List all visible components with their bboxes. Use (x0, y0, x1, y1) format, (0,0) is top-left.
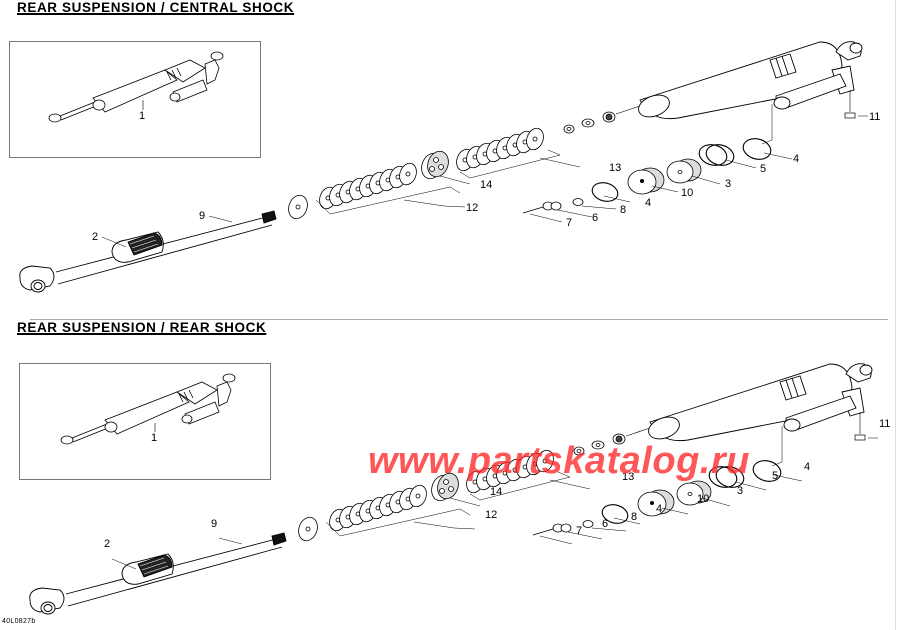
callout-5: 5 (760, 163, 766, 175)
callout-13: 13 (622, 471, 634, 483)
watermark: www.partskatalog.ru (368, 440, 750, 482)
callout-8: 8 (631, 511, 637, 523)
callout-4-upper: 4 (804, 461, 810, 473)
callout-11: 11 (879, 418, 890, 430)
callout-4-lower: 4 (645, 197, 651, 209)
section-title-rear-shock: REAR SUSPENSION / REAR SHOCK (17, 320, 267, 335)
callout-10: 10 (681, 187, 693, 199)
page-edge (895, 0, 896, 630)
callout-5: 5 (772, 470, 778, 482)
callout-9: 9 (211, 518, 217, 530)
callout-3: 3 (737, 485, 743, 497)
inset-callout-1: 1 (139, 110, 145, 122)
section-divider (30, 319, 888, 320)
inset-callout-1: 1 (151, 432, 157, 444)
callout-8: 8 (620, 204, 626, 216)
callout-6: 6 (592, 212, 598, 224)
callout-12: 12 (466, 202, 478, 214)
callout-14: 14 (480, 179, 492, 191)
section-title-central-shock: REAR SUSPENSION / CENTRAL SHOCK (17, 0, 295, 15)
callout-7: 7 (576, 525, 582, 537)
callout-4-lower: 4 (656, 503, 662, 515)
inset-assembly-central-shock (9, 41, 261, 158)
callout-3: 3 (725, 178, 731, 190)
callout-13: 13 (609, 162, 621, 174)
callout-10: 10 (697, 493, 709, 505)
callout-6: 6 (602, 518, 608, 530)
callout-11: 11 (869, 111, 880, 123)
callout-4-upper: 4 (793, 153, 799, 165)
drawing-code: 40L0827b (2, 618, 36, 625)
callout-9: 9 (199, 210, 205, 222)
callout-12: 12 (485, 509, 497, 521)
callout-2: 2 (104, 538, 110, 550)
callouts-central-shock: 1 2 9 12 13 14 4 8 6 7 10 3 5 4 11 (92, 110, 880, 243)
callouts-rear-shock: 1 2 9 12 13 14 4 8 6 7 10 3 5 4 11 (104, 418, 890, 550)
inset-shock-illustration (48, 51, 224, 123)
callout-7: 7 (566, 217, 572, 229)
callout-14: 14 (490, 486, 502, 498)
inset-shock-illustration (60, 373, 236, 445)
callout-2: 2 (92, 231, 98, 243)
